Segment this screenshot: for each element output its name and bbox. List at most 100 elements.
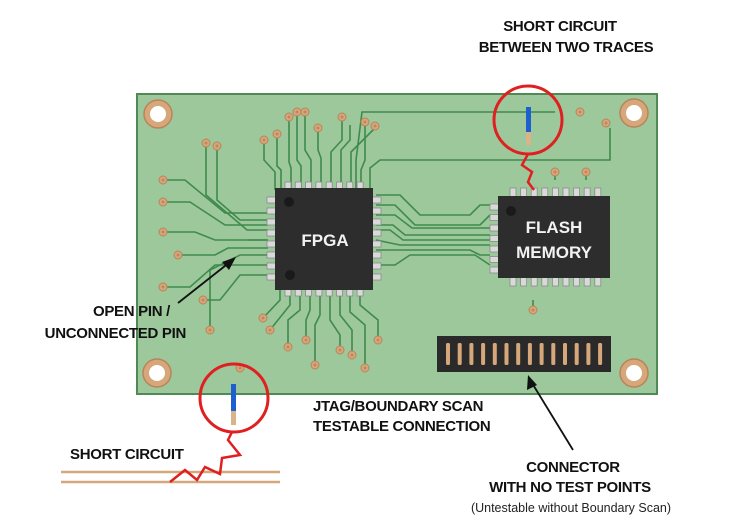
flash-pins [489, 187, 602, 287]
connector-body [437, 336, 611, 372]
label-connector-1: CONNECTOR [526, 459, 620, 476]
via-hole [578, 110, 582, 114]
connector-arrowhead [527, 375, 537, 390]
label-open-pin-2: UNCONNECTED PIN [45, 325, 186, 342]
fpga-pin-left [266, 251, 277, 259]
flash-pin-bottom [583, 276, 591, 287]
via-hole [176, 253, 180, 257]
via-hole [262, 138, 266, 142]
fpga-pin-left [266, 229, 277, 237]
via-hole [350, 353, 354, 357]
fpga-pin-left [266, 207, 277, 215]
via-hole [373, 124, 377, 128]
connector-pin [446, 343, 450, 365]
connector-pin [563, 343, 567, 365]
via-hole [201, 298, 205, 302]
mounting-holes [142, 98, 649, 388]
labels: SHORT CIRCUIT BETWEEN TWO TRACES OPEN PI… [45, 18, 671, 515]
probe-tan [526, 132, 531, 145]
flash-pin-left [489, 235, 500, 242]
via-hole [238, 366, 242, 370]
fpga-pin-right [371, 251, 382, 259]
connector-pin [574, 343, 579, 365]
flash-pin-bottom [562, 276, 570, 287]
fpga-pin1-marker [284, 197, 294, 207]
fpga-chip: FPGA [266, 181, 382, 297]
flash-pin-left [489, 224, 500, 232]
via-hole [261, 316, 265, 320]
via-hole [363, 120, 367, 124]
label-jtag-2: TESTABLE CONNECTION [313, 418, 490, 435]
via-hole [316, 126, 320, 130]
fpga-label: FPGA [301, 231, 348, 250]
via-hole [286, 345, 290, 349]
flash-pin-left [489, 266, 500, 274]
flash-pin-top [520, 187, 527, 198]
via-hole [161, 285, 165, 289]
connector-pin [457, 343, 462, 365]
flash-label-line1: FLASH [526, 218, 583, 237]
probe-blue-bottom [231, 384, 236, 411]
connector-pin [527, 343, 532, 365]
via-hole [275, 132, 279, 136]
label-connector-3: (Untestable without Boundary Scan) [471, 501, 671, 515]
mounting-hole-top-right [619, 98, 649, 128]
via-hole [531, 308, 535, 312]
pcb-traces [163, 111, 611, 368]
mounting-hole-top-left [143, 99, 173, 129]
via-hole [161, 178, 165, 182]
connector-pin [539, 343, 544, 365]
probe-tan-bottom [231, 411, 236, 425]
flash-pin-bottom [541, 276, 549, 287]
flash-pin-bottom [530, 276, 538, 287]
flash-pin-top [562, 187, 570, 198]
flash-pin-bottom [520, 276, 527, 287]
flash-pin-left [489, 214, 500, 221]
label-jtag-1: JTAG/BOUNDARY SCAN [313, 398, 483, 415]
label-short-between-traces-1: SHORT CIRCUIT [503, 18, 617, 35]
connector-pin [481, 343, 486, 365]
fpga-pin-left [266, 218, 277, 226]
flash-pin-top [552, 187, 559, 198]
via-hole [161, 200, 165, 204]
via-hole [584, 170, 588, 174]
zigzag-bottom [169, 431, 243, 483]
short-circuit-marker [61, 362, 280, 484]
zigzag-top [520, 153, 535, 191]
fpga-pin-right [371, 273, 382, 281]
flash-pin-bottom [552, 276, 559, 287]
open-pin-arrow [177, 261, 231, 304]
connector-pin [469, 343, 474, 365]
fpga-pin-right [371, 196, 382, 204]
connector-pin [551, 343, 556, 365]
flash-pin-top [594, 187, 602, 198]
connector-arrow [531, 382, 574, 451]
flash-pin-left [489, 203, 500, 211]
connector-pin [598, 343, 603, 365]
via-hole [295, 110, 299, 114]
via-hole [208, 328, 212, 332]
via-hole [313, 363, 317, 367]
connector-pin [516, 343, 521, 365]
via-hole [204, 141, 208, 145]
via-hole [604, 121, 608, 125]
flash-body [498, 196, 610, 278]
via-hole [338, 348, 342, 352]
fpga-pin-right [371, 218, 382, 226]
via-hole [287, 115, 291, 119]
flash-pin-top [509, 187, 517, 198]
fpga-pin-left [266, 196, 277, 204]
probe-blue [526, 107, 531, 132]
connector-pins [446, 343, 603, 365]
fpga-pin-right [371, 240, 382, 248]
connector-pin [492, 343, 497, 365]
via-hole [376, 338, 380, 342]
connector-pin [586, 343, 591, 365]
via-hole [268, 328, 272, 332]
flash-pin-left [489, 256, 500, 263]
fpga-pin-left [266, 240, 277, 248]
flash-pin-top [583, 187, 591, 198]
mounting-hole-bottom-right [619, 358, 649, 388]
mounting-hole-bottom-left [142, 358, 172, 388]
